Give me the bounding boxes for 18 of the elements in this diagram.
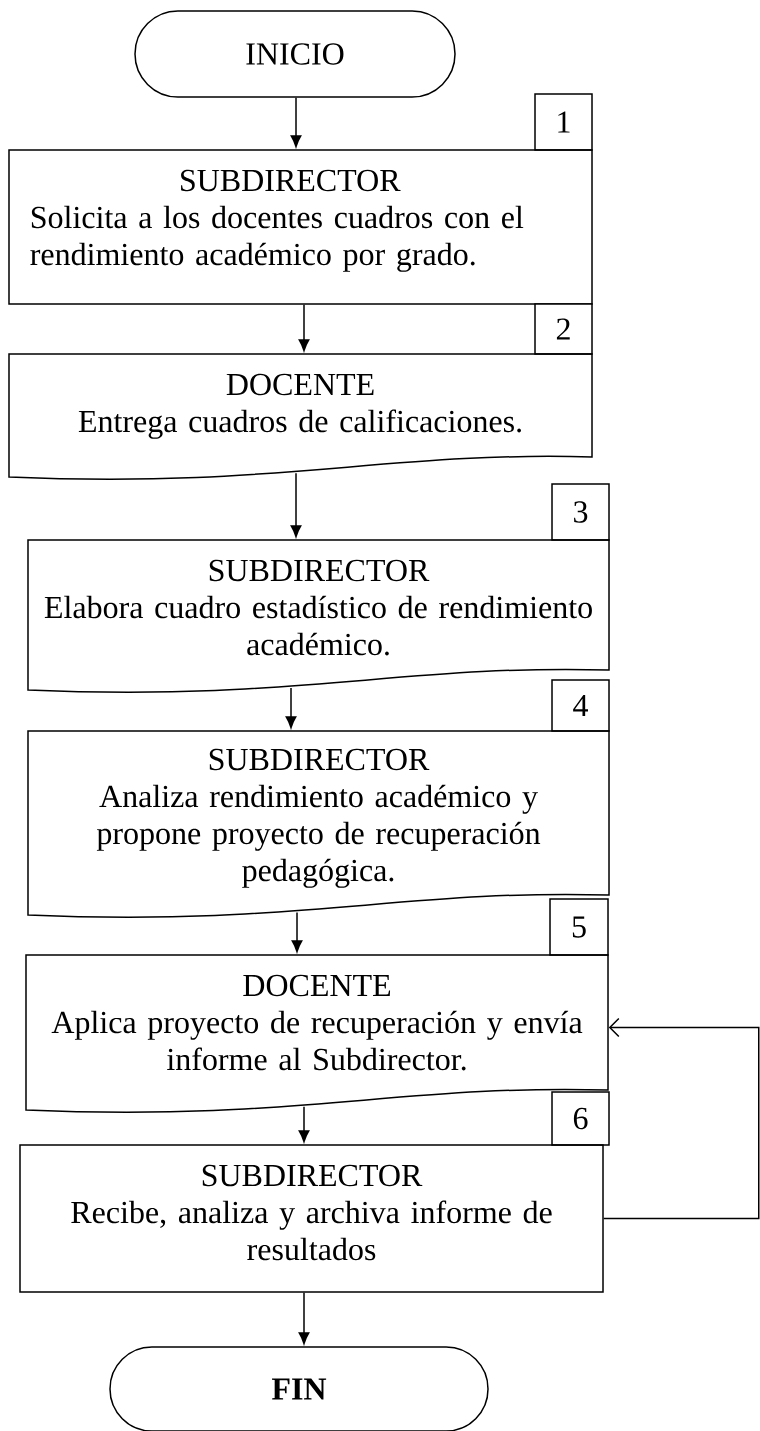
loop-arrow xyxy=(603,1017,760,1220)
flow-arrow xyxy=(291,911,303,953)
process-box: SUBDIRECTOR Solicita a los docentes cuadros con el rendimiento académico por grado. xyxy=(8,149,593,305)
step-number-box: 2 xyxy=(534,303,593,355)
process-box: SUBDIRECTOR Recibe, analiza y archiva informe de resultados xyxy=(19,1144,604,1293)
flow-arrow xyxy=(298,1106,310,1143)
flow-arrow xyxy=(290,97,302,148)
flow-arrow xyxy=(290,472,302,538)
step-number-box: 5 xyxy=(549,898,609,956)
step-number-box: 1 xyxy=(534,93,593,151)
flow-arrow xyxy=(298,304,310,352)
flow-arrow xyxy=(285,687,297,729)
document-box: SUBDIRECTOR Elabora cuadro estadístico de rendimiento académico. xyxy=(27,539,610,693)
document-box: DOCENTE Entrega cuadros de calificaciones. xyxy=(8,353,593,480)
step-number-box: 4 xyxy=(551,679,610,732)
step-number-box: 6 xyxy=(551,1091,610,1146)
flow-arrow xyxy=(298,1292,310,1345)
step-number-box: 3 xyxy=(551,483,610,541)
